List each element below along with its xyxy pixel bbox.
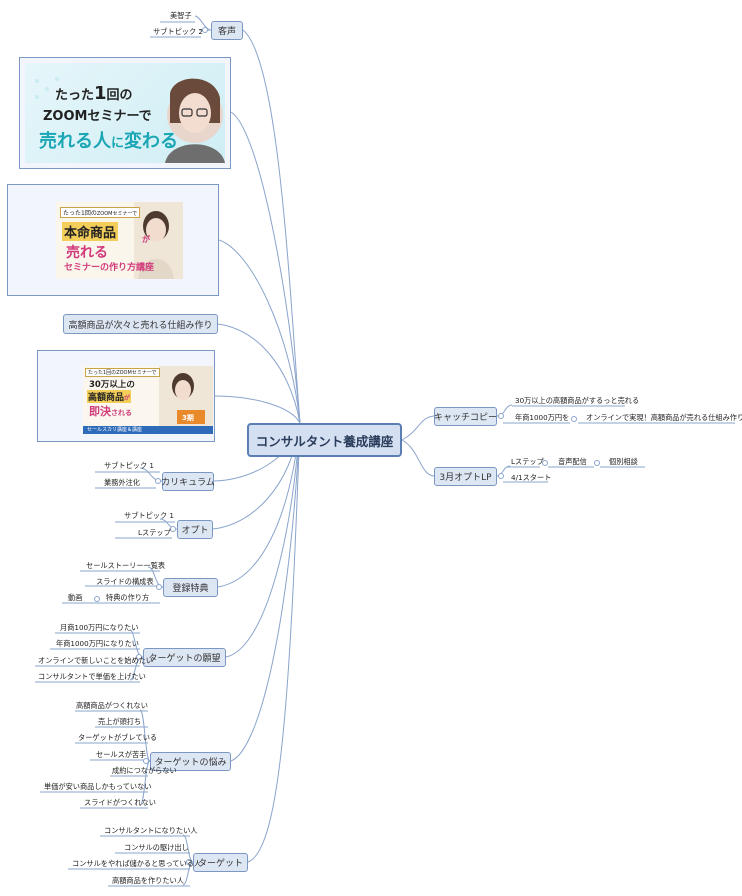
leaf-tokuten-3[interactable]: 特典の作り方 bbox=[106, 593, 150, 602]
leaf-ganbou-1[interactable]: 月商100万円になりたい bbox=[60, 623, 139, 632]
banner2-main2: 売れる bbox=[66, 245, 108, 261]
banner2-ga: が bbox=[142, 235, 150, 244]
leaf-kyakusei-1[interactable]: 美智子 bbox=[170, 11, 192, 20]
banner3-main1: 30万以上の bbox=[89, 380, 135, 390]
leaf-optlp-2[interactable]: 4/1スタート bbox=[511, 473, 552, 482]
leaf-optlp-1[interactable]: Lステップ bbox=[511, 457, 544, 466]
banner3-season: 3期 bbox=[182, 414, 194, 422]
leaf-nayami-2[interactable]: 売上が頭打ち bbox=[98, 717, 142, 726]
leaf-nayami-7[interactable]: スライドがつくれない bbox=[84, 798, 156, 807]
branch-curriculum[interactable]: カリキュラム bbox=[161, 472, 215, 491]
banner2-tag: たった1回のZOOMセミナーで bbox=[60, 207, 141, 218]
banner-image-1[interactable]: たった1回の ZOOMセミナーで 売れる人に変わる bbox=[19, 57, 231, 169]
leaf-optlp-grandchild[interactable]: 音声配信 bbox=[558, 457, 587, 466]
leaf-target-3[interactable]: コンサルをやれば儲かると思っている人 bbox=[72, 859, 202, 868]
leaf-opt-1[interactable]: サブトピック 1 bbox=[124, 511, 174, 520]
leaf-catch-grandchild[interactable]: オンラインで実現！高額商品が売れる仕組み作り bbox=[586, 413, 742, 422]
leaf-target-2[interactable]: コンサルの駆け出し bbox=[124, 843, 189, 852]
banner3-art bbox=[83, 366, 213, 434]
branch-koukaku[interactable]: 高額商品が次々と売れる仕組み作り bbox=[63, 314, 218, 334]
leaf-tokuten-2[interactable]: スライドの構成表 bbox=[96, 577, 154, 586]
banner1-line1: たった1回の bbox=[55, 83, 133, 104]
leaf-tokuten-1[interactable]: セールストーリー一覧表 bbox=[86, 561, 166, 570]
leaf-nayami-6[interactable]: 単価が安い商品しかもっていない bbox=[44, 782, 152, 791]
banner3-main2: 高額商品が bbox=[87, 390, 132, 403]
central-topic[interactable]: コンサルタント養成講座 bbox=[247, 423, 402, 457]
branch-ganbou[interactable]: ターゲットの願望 bbox=[143, 648, 226, 667]
leaf-optlp-greatgrandchild[interactable]: 個別相談 bbox=[609, 457, 638, 466]
leaf-nayami-5[interactable]: 成約につながらない bbox=[112, 766, 177, 775]
branch-kyakusei[interactable]: 客声 bbox=[211, 21, 243, 40]
leaf-nayami-4[interactable]: セールスが苦手 bbox=[96, 750, 147, 759]
banner1-line2: ZOOMセミナーで bbox=[43, 109, 152, 124]
leaf-curriculum-2[interactable]: 業務外注化 bbox=[104, 478, 140, 487]
leaf-catch-1[interactable]: 30万以上の高額商品がするっと売れる bbox=[515, 396, 640, 405]
branch-tokuten[interactable]: 登録特典 bbox=[163, 578, 218, 597]
branch-optlp[interactable]: 3月オプトLP bbox=[434, 467, 497, 486]
leaf-kyakusei-2[interactable]: サブトピック 2 bbox=[153, 27, 203, 36]
leaf-tokuten-grandchild[interactable]: 動画 bbox=[68, 593, 83, 602]
banner-image-3[interactable]: たった1回のZOOMセミナーで 30万以上の 高額商品が 即決される 3期 セー… bbox=[37, 350, 215, 442]
banner2-main1: 本命商品 bbox=[62, 222, 119, 241]
leaf-ganbou-3[interactable]: オンラインで新しいことを始めたい bbox=[38, 656, 154, 665]
branch-nayami[interactable]: ターゲットの悩み bbox=[150, 752, 231, 771]
leaf-target-4[interactable]: 高額商品を作りたい人 bbox=[112, 876, 184, 885]
branch-opt[interactable]: オプト bbox=[177, 520, 213, 539]
banner3-tag: たった1回のZOOMセミナーで bbox=[85, 368, 160, 377]
leaf-nayami-3[interactable]: ターゲットがブレている bbox=[78, 733, 158, 742]
banner1-art bbox=[35, 77, 225, 163]
leaf-opt-2[interactable]: Lステップ bbox=[138, 528, 171, 537]
branch-target[interactable]: ターゲット bbox=[193, 853, 248, 872]
branch-catch[interactable]: キャッチコピー bbox=[434, 407, 497, 426]
banner2-main3: セミナーの作り方講座 bbox=[64, 263, 155, 273]
leaf-ganbou-2[interactable]: 年商1000万円になりたい bbox=[56, 639, 139, 648]
leaf-curriculum-1[interactable]: サブトピック 1 bbox=[104, 461, 154, 470]
leaf-ganbou-4[interactable]: コンサルタントで単価を上げたい bbox=[38, 672, 146, 681]
leaf-target-1[interactable]: コンサルタントになりたい人 bbox=[104, 826, 198, 835]
leaf-catch-2[interactable]: 年商1000万円を bbox=[515, 413, 570, 422]
leaf-nayami-1[interactable]: 高額商品がつくれない bbox=[76, 701, 148, 710]
banner-image-2[interactable]: たった1回のZOOMセミナーで 本命商品 が 売れる セミナーの作り方講座 bbox=[7, 184, 219, 296]
banner2-art bbox=[134, 202, 183, 279]
banner1-line3: 売れる人に変わる bbox=[39, 131, 179, 152]
banner3-footer: セールスカリ講座＆講座 bbox=[87, 427, 143, 433]
banner3-main3: 即決される bbox=[89, 405, 132, 418]
